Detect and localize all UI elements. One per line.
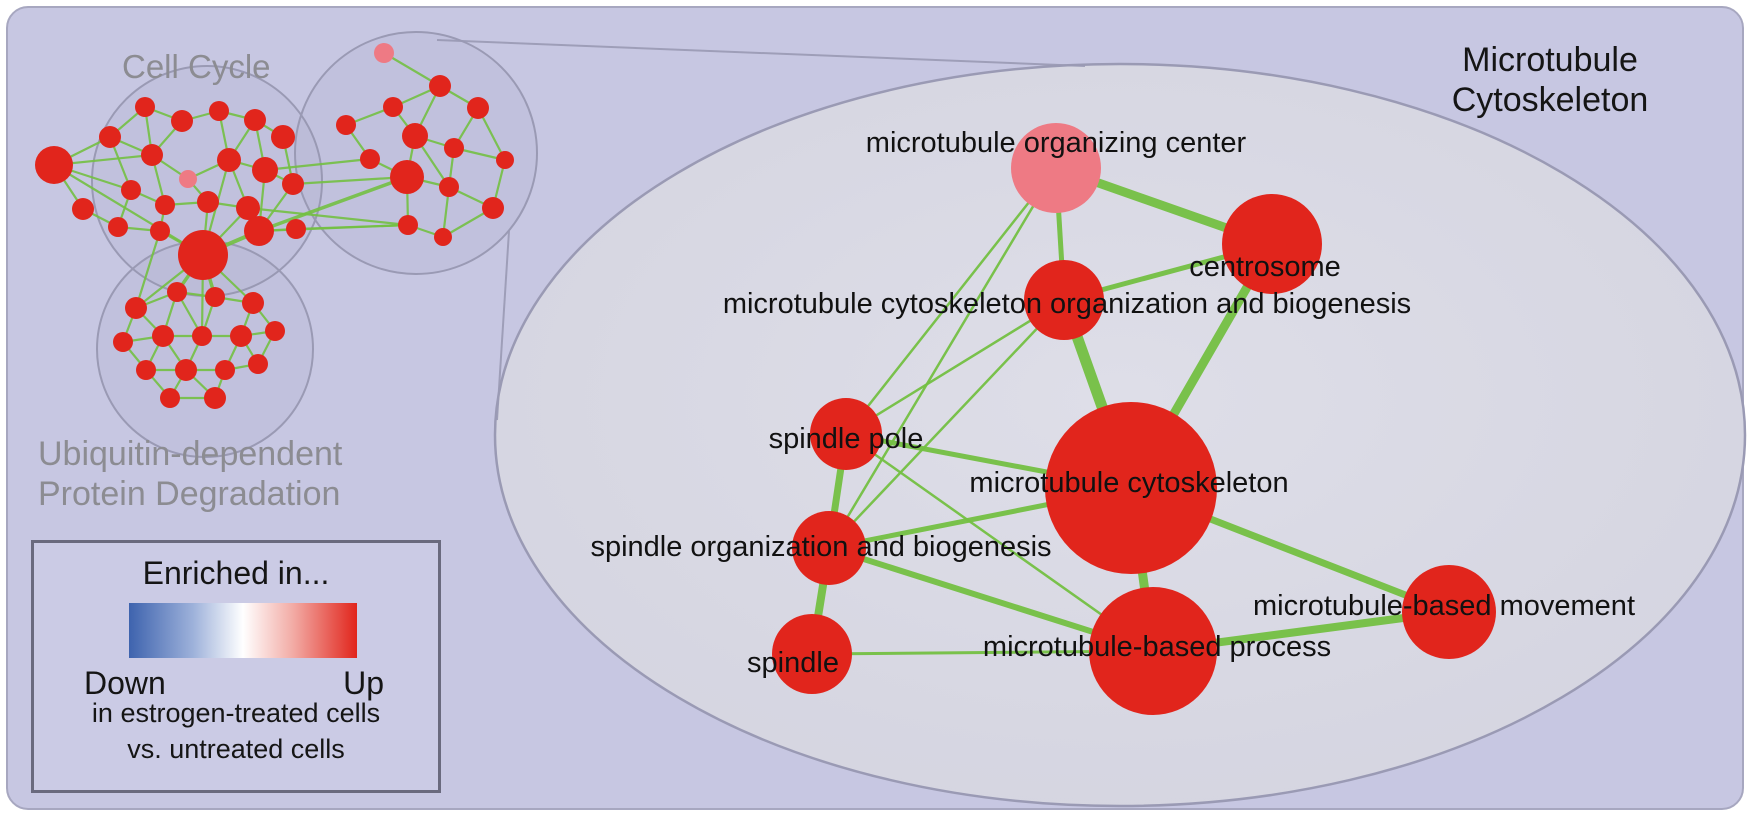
overview-node bbox=[197, 191, 219, 213]
zoom-connector-line bbox=[436, 39, 1086, 67]
detail-node-sob bbox=[792, 511, 866, 585]
overview-node bbox=[108, 217, 128, 237]
legend-endpoint-labels: Down Up bbox=[84, 665, 384, 702]
detail-node-spole bbox=[810, 398, 882, 470]
detail-node-mcob bbox=[1024, 260, 1104, 340]
overview-node bbox=[72, 198, 94, 220]
cluster-outline-circle bbox=[294, 31, 538, 275]
overview-node bbox=[171, 110, 193, 132]
detail-edge bbox=[844, 298, 1066, 436]
overview-node bbox=[271, 125, 295, 149]
overview-node bbox=[215, 360, 235, 380]
detail-node-label-mcob: microtubule cytoskeleton organization an… bbox=[723, 288, 1411, 320]
overview-node bbox=[160, 388, 180, 408]
overview-node bbox=[136, 360, 156, 380]
legend-gradient-bar bbox=[129, 603, 357, 658]
overview-node bbox=[402, 123, 428, 149]
overview-edge bbox=[291, 175, 409, 186]
detail-node-label-mc: microtubule cytoskeleton bbox=[969, 467, 1288, 499]
overview-node bbox=[135, 97, 155, 117]
detail-node-label-sob: spindle organization and biogenesis bbox=[590, 531, 1051, 563]
overview-node bbox=[178, 230, 228, 280]
overview-node bbox=[360, 149, 380, 169]
legend-caption-line1: in estrogen-treated cells bbox=[91, 698, 381, 728]
overview-node bbox=[167, 282, 187, 302]
overview-node bbox=[496, 151, 514, 169]
detail-edge bbox=[844, 166, 1058, 436]
overview-node bbox=[113, 332, 133, 352]
overview-node bbox=[242, 292, 264, 314]
overview-node bbox=[217, 148, 241, 172]
detail-node-label-moc: microtubule organizing center bbox=[866, 127, 1247, 159]
legend-caption-line2: vs. untreated cells bbox=[127, 734, 345, 764]
overview-edge bbox=[257, 175, 409, 233]
overview-node bbox=[204, 387, 226, 409]
overview-node bbox=[444, 138, 464, 158]
detail-node-label-mbp: microtubule-based process bbox=[983, 631, 1331, 663]
legend-title: Enriched in... bbox=[142, 555, 330, 591]
zoom-connector-line bbox=[496, 230, 510, 421]
overview-node bbox=[434, 228, 452, 246]
overview-node bbox=[230, 325, 252, 347]
detail-node-mc bbox=[1045, 402, 1217, 574]
overview-node bbox=[244, 216, 274, 246]
legend-box: Enriched in... Down Up in estrogen-treat… bbox=[31, 540, 441, 793]
overview-node bbox=[244, 109, 266, 131]
overview-node bbox=[265, 321, 285, 341]
overview-node bbox=[121, 180, 141, 200]
legend-caption: in estrogen-treated cells vs. untreated … bbox=[34, 695, 438, 767]
legend-down-label: Down bbox=[84, 665, 166, 701]
legend-up-label: Up bbox=[343, 665, 384, 701]
detail-edge bbox=[827, 166, 1058, 550]
overview-node bbox=[374, 43, 394, 63]
detail-node-mbp bbox=[1089, 587, 1217, 715]
overview-node bbox=[192, 326, 212, 346]
overview-node bbox=[125, 297, 147, 319]
detail-node-label-centrosome: centrosome bbox=[1189, 251, 1341, 283]
overview-node bbox=[205, 287, 225, 307]
overview-node bbox=[390, 160, 424, 194]
overview-node bbox=[336, 115, 356, 135]
overview-node bbox=[429, 75, 451, 97]
overview-node bbox=[236, 196, 260, 220]
overview-node bbox=[155, 195, 175, 215]
overview-node bbox=[252, 157, 278, 183]
overview-node bbox=[141, 144, 163, 166]
overview-node bbox=[282, 173, 304, 195]
detail-node-spindle bbox=[772, 614, 852, 694]
overview-edge bbox=[134, 229, 162, 310]
detail-node-moc bbox=[1011, 123, 1101, 213]
detail-node-label-spindle: spindle bbox=[747, 647, 839, 679]
overview-node bbox=[248, 354, 268, 374]
detail-edge bbox=[827, 298, 1066, 550]
overview-node bbox=[152, 325, 174, 347]
overview-node bbox=[439, 177, 459, 197]
overview-node bbox=[35, 146, 73, 184]
detail-node-centrosome bbox=[1222, 194, 1322, 294]
detail-node-label-mbm: microtubule-based movement bbox=[1253, 590, 1635, 622]
overview-node bbox=[209, 101, 229, 121]
overview-node bbox=[482, 197, 504, 219]
detail-node-label-spole: spindle pole bbox=[769, 423, 924, 455]
detail-node-mbm bbox=[1402, 565, 1496, 659]
overview-node bbox=[398, 215, 418, 235]
overview-node bbox=[179, 170, 197, 188]
overview-node bbox=[175, 359, 197, 381]
overview-edge bbox=[246, 206, 410, 227]
overview-node bbox=[286, 219, 306, 239]
overview-edge bbox=[294, 223, 410, 231]
overview-node bbox=[150, 221, 170, 241]
overview-node bbox=[99, 126, 121, 148]
overview-node bbox=[467, 97, 489, 119]
overview-edge bbox=[263, 157, 372, 172]
overview-node bbox=[383, 97, 403, 117]
